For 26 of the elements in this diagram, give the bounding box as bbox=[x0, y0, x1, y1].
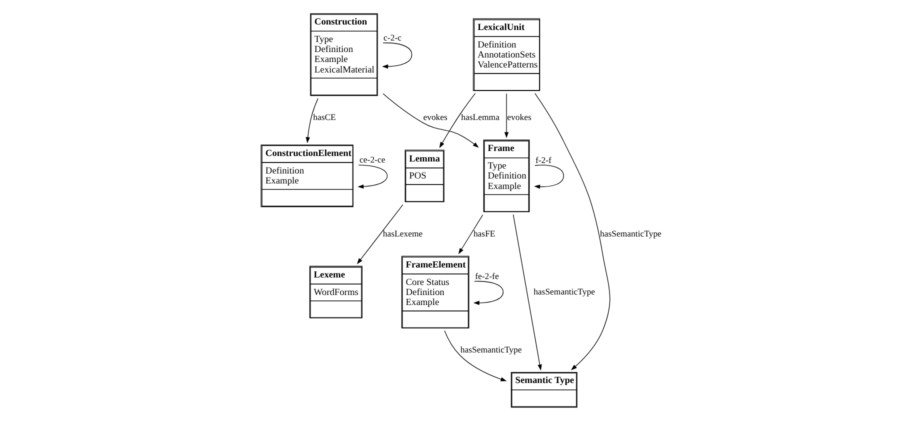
arrow bbox=[305, 98, 318, 144]
arrow bbox=[458, 214, 483, 254]
arrow bbox=[444, 330, 506, 382]
arrow bbox=[533, 164, 564, 189]
arrow bbox=[382, 93, 478, 148]
edge-label: c-2-c bbox=[383, 32, 401, 43]
edge-label: hasCE bbox=[312, 112, 336, 122]
arrow bbox=[438, 93, 476, 148]
arrow bbox=[382, 42, 412, 69]
edge-label: fe-2-fe bbox=[474, 270, 498, 281]
edge-label: evokes bbox=[422, 112, 447, 122]
edge-label: hasLexeme bbox=[382, 228, 422, 238]
arrow bbox=[357, 164, 388, 189]
arrow bbox=[472, 280, 503, 306]
edge-label: ce-2-ce bbox=[359, 154, 385, 165]
edge-label: f-2-f bbox=[534, 155, 551, 166]
edge-label: hasLemma bbox=[460, 112, 499, 122]
arrow bbox=[534, 92, 610, 370]
edge-label: hasSemanticType bbox=[533, 286, 594, 296]
arrow bbox=[356, 204, 403, 264]
edge-label: hasFE bbox=[472, 228, 495, 238]
edge-label: evokes bbox=[506, 112, 531, 122]
edge-label: hasSemanticType bbox=[460, 344, 522, 354]
edge-label: hasSemanticType bbox=[600, 228, 661, 238]
arrow bbox=[504, 93, 508, 138]
arrow bbox=[512, 214, 542, 371]
